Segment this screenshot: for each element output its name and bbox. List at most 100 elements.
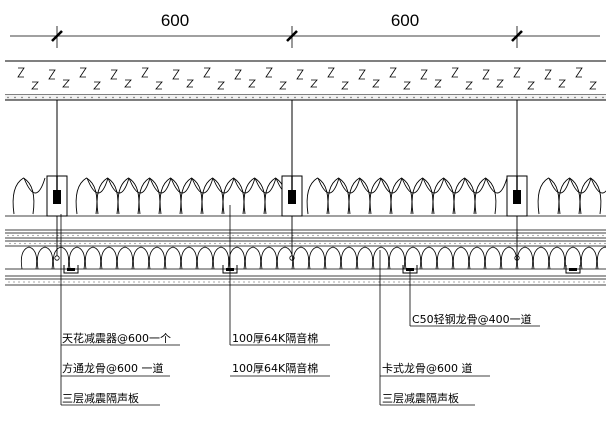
board-dot bbox=[398, 281, 400, 283]
board-dot bbox=[369, 242, 371, 245]
board-dot bbox=[404, 242, 406, 245]
board-dot bbox=[339, 242, 341, 245]
board-dot bbox=[204, 242, 206, 245]
board-dot bbox=[138, 281, 140, 283]
board-dot bbox=[318, 281, 320, 283]
board-dot bbox=[529, 242, 531, 245]
board-dot bbox=[433, 281, 435, 283]
board-dot bbox=[574, 242, 576, 245]
board-dot bbox=[563, 281, 565, 283]
hatch-mark bbox=[434, 79, 442, 88]
board-dot bbox=[564, 242, 566, 245]
board-dot bbox=[207, 234, 209, 237]
board-dot bbox=[57, 234, 59, 237]
stipple-dot bbox=[595, 96, 597, 99]
dim-tick bbox=[511, 30, 523, 42]
board-dot bbox=[548, 281, 550, 283]
board-dot bbox=[238, 281, 240, 283]
stipple-dot bbox=[497, 96, 499, 99]
hatch-mark bbox=[234, 69, 242, 80]
callout-c50-keel: C50轻钢龙骨@400一道 bbox=[412, 312, 532, 326]
board-dot bbox=[258, 281, 260, 283]
wool-loop bbox=[75, 177, 98, 215]
wool-loop bbox=[537, 177, 560, 215]
stipple-dot bbox=[266, 96, 268, 99]
board-dot bbox=[484, 242, 486, 245]
wool-loop bbox=[180, 177, 203, 215]
board-dot bbox=[17, 234, 19, 237]
wool-loop bbox=[23, 177, 46, 194]
board-dot bbox=[467, 234, 469, 237]
board-dot bbox=[168, 281, 170, 283]
wool-loop-small bbox=[484, 246, 502, 270]
wool-loop-small bbox=[468, 246, 486, 270]
board-dot bbox=[364, 242, 366, 245]
stipple-dot bbox=[441, 96, 443, 99]
stipple-dot bbox=[7, 96, 9, 99]
stipple-dot bbox=[588, 96, 590, 99]
stipple-dot bbox=[427, 96, 429, 99]
board-dot bbox=[534, 242, 536, 245]
board-dot bbox=[392, 234, 394, 237]
board-dot bbox=[98, 281, 100, 283]
board-dot bbox=[542, 234, 544, 237]
board-dot bbox=[147, 234, 149, 237]
board-dot bbox=[493, 281, 495, 283]
board-dot bbox=[368, 281, 370, 283]
stipple-dot bbox=[364, 96, 366, 99]
board-dot bbox=[337, 234, 339, 237]
board-dot bbox=[93, 281, 95, 283]
board-dot bbox=[213, 281, 215, 283]
board-dot bbox=[298, 281, 300, 283]
board-dot bbox=[474, 242, 476, 245]
channel-profile bbox=[63, 265, 79, 274]
hatch-mark bbox=[248, 79, 256, 88]
board-dot bbox=[473, 281, 475, 283]
board-dot bbox=[354, 242, 356, 245]
wool-loop-small bbox=[100, 246, 118, 270]
board-dot bbox=[233, 281, 235, 283]
hatch-mark bbox=[341, 81, 349, 90]
board-dot bbox=[522, 234, 524, 237]
board-dot bbox=[547, 234, 549, 237]
board-dot bbox=[322, 234, 324, 237]
board-dot bbox=[512, 234, 514, 237]
wool-loop-small bbox=[132, 246, 150, 270]
hatch-mark bbox=[403, 81, 411, 90]
board-dot bbox=[423, 281, 425, 283]
wool-loop bbox=[327, 177, 350, 215]
board-dot bbox=[524, 242, 526, 245]
wool-loop-small bbox=[532, 246, 550, 270]
stipple-dot bbox=[406, 96, 408, 99]
board-dot bbox=[248, 281, 250, 283]
wool-loop-small bbox=[372, 246, 390, 270]
hatch-mark bbox=[124, 79, 132, 88]
board-dot bbox=[554, 242, 556, 245]
stipple-dot bbox=[315, 96, 317, 99]
stipple-dot bbox=[546, 96, 548, 99]
board-dot bbox=[353, 281, 355, 283]
stipple-dot bbox=[602, 96, 604, 99]
board-dot bbox=[62, 234, 64, 237]
wool-loop bbox=[117, 177, 140, 215]
board-dot bbox=[179, 242, 181, 245]
wool-loop-small bbox=[276, 246, 294, 270]
board-dot bbox=[268, 281, 270, 283]
board-dot bbox=[74, 242, 76, 245]
board-dot bbox=[282, 234, 284, 237]
hatch-mark bbox=[372, 79, 380, 88]
board-dot bbox=[97, 234, 99, 237]
wool-loop-small bbox=[116, 246, 134, 270]
damper-rubber bbox=[53, 190, 61, 204]
stipple-dot bbox=[147, 96, 149, 99]
stipple-dot bbox=[189, 96, 191, 99]
board-dot bbox=[367, 234, 369, 237]
stipple-dot bbox=[448, 96, 450, 99]
wool-loop-small bbox=[148, 246, 166, 270]
board-dot bbox=[88, 281, 90, 283]
board-dot bbox=[437, 234, 439, 237]
wool-loop bbox=[306, 177, 329, 215]
stipple-dot bbox=[581, 96, 583, 99]
board-dot bbox=[362, 234, 364, 237]
board-dot bbox=[458, 281, 460, 283]
